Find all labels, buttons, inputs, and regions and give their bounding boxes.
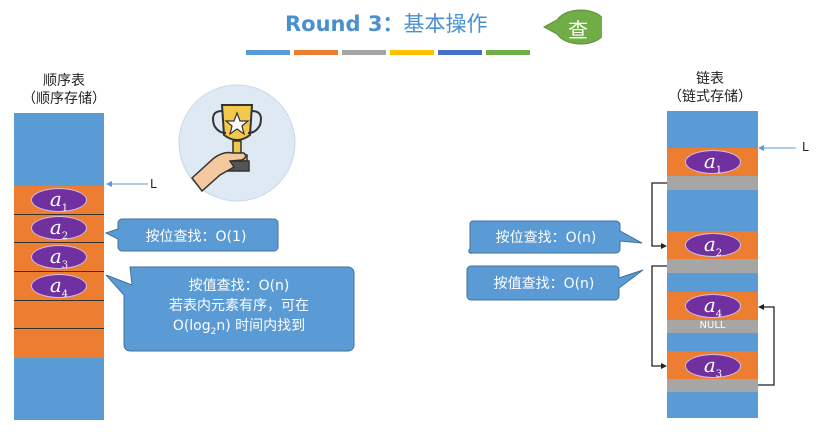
search-badge: 查 — [540, 6, 608, 46]
node-a1: a1 — [685, 150, 741, 176]
right-heading-title: 链表 — [696, 71, 724, 87]
left-position-search-text: 按位查找：O(1) — [145, 229, 247, 245]
element-a4: a4 — [31, 274, 87, 300]
stripe-dark-blue — [438, 50, 482, 55]
badge-label: 查 — [568, 18, 588, 42]
right-heading-subtitle: （链式存储） — [668, 89, 752, 105]
left-value-bubble-shape — [105, 266, 355, 352]
link-arrows — [651, 182, 775, 386]
left-value-search-text: 按值查找：O(n) 若表内元素有序，可在 O(log2n) 时间内找到 — [124, 276, 354, 342]
node-next-a1 — [667, 176, 758, 190]
left-pointer-arrow — [106, 181, 148, 187]
cell-divider — [14, 300, 104, 301]
stripe-gray — [342, 50, 386, 55]
element-a2: a2 — [31, 216, 87, 242]
node-next-a2 — [667, 259, 758, 273]
right-value-bubble-shape — [466, 265, 644, 301]
null-label: NULL — [699, 320, 726, 331]
right-value-search-text: 按值查找：O(n) — [493, 276, 595, 292]
page-title: Round 3：基本操作 — [285, 8, 487, 38]
node-a4: a4 — [685, 294, 741, 320]
trophy-hand-icon — [172, 83, 302, 203]
node-next-a3 — [667, 379, 758, 392]
stripe-green — [486, 50, 530, 55]
cell-divider — [14, 328, 104, 329]
right-heading: 链表 （链式存储） — [660, 70, 760, 106]
left-position-bubble-shape — [104, 218, 279, 252]
right-position-bubble-shape — [468, 220, 643, 254]
left-heading-title: 顺序表 — [43, 73, 85, 89]
cell-divider — [14, 242, 104, 243]
right-pointer-label: L — [802, 140, 809, 154]
element-a1: a1 — [31, 188, 87, 214]
title-main: 基本操作 — [403, 12, 488, 36]
left-heading-subtitle: （顺序存储） — [22, 91, 106, 107]
node-a2: a2 — [685, 233, 741, 259]
title-prefix: Round 3： — [285, 12, 404, 36]
node-a3: a3 — [685, 354, 741, 380]
left-value-line1: 按值查找：O(n) — [188, 278, 290, 294]
left-heading: 顺序表 （顺序存储） — [14, 72, 114, 108]
left-value-line3: O(log2n) 时间内找到 — [172, 318, 306, 337]
left-value-line2: 若表内元素有序，可在 — [169, 298, 309, 314]
element-a3: a3 — [31, 245, 87, 271]
cell-divider — [14, 271, 104, 272]
stripe-yellow — [390, 50, 434, 55]
node-next-a4 — [667, 320, 758, 333]
cell-divider — [14, 214, 104, 215]
stripe-orange — [294, 50, 338, 55]
right-position-search-text: 按位查找：O(n) — [495, 230, 597, 246]
stripe-blue — [246, 50, 290, 55]
right-pointer-arrow — [758, 145, 796, 151]
left-pointer-label: L — [150, 177, 157, 191]
